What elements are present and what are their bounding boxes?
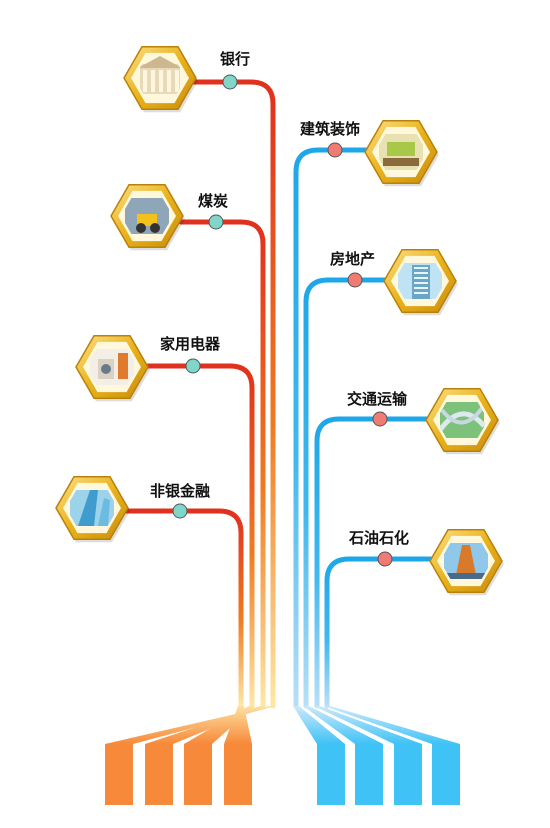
right-branch-lines [293, 142, 435, 709]
hex-left-3 [55, 476, 130, 543]
right-base-bar-2 [394, 744, 422, 805]
interior-room-icon [379, 134, 423, 170]
hex-right-2 [425, 388, 500, 455]
left-fan-3 [224, 706, 252, 744]
right-node-2 [372, 411, 388, 427]
hex-left-1 [110, 184, 185, 251]
left-branch-line-2 [143, 363, 255, 709]
glass-tower-icon [70, 490, 114, 526]
hex-right-0 [364, 120, 439, 187]
left-node-0 [222, 74, 238, 90]
right-label-1: 房地产 [330, 250, 375, 268]
left-base-bar-2 [184, 744, 212, 805]
left-branch-line-3 [123, 508, 244, 709]
hex-left-2 [75, 335, 150, 402]
right-branch-line-1 [303, 277, 389, 709]
right-fan-0 [293, 706, 345, 744]
left-branch-lines [123, 74, 276, 709]
right-label-3: 石油石化 [348, 529, 409, 547]
left-node-3 [172, 503, 188, 519]
hex-right-3 [429, 529, 504, 596]
left-branch-line-0 [191, 79, 276, 709]
hex-right-1 [383, 249, 458, 316]
right-fan-1 [303, 706, 383, 744]
left-label-2: 家用电器 [160, 335, 221, 353]
left-node-2 [185, 358, 201, 374]
right-label-2: 交通运输 [347, 390, 408, 408]
base-fan [105, 706, 460, 805]
right-node-0 [327, 142, 343, 158]
left-base-bar-0 [105, 744, 133, 805]
right-node-1 [347, 272, 363, 288]
left-label-0: 银行 [220, 50, 250, 68]
right-node-3 [377, 551, 393, 567]
coal-loader-icon [125, 198, 169, 234]
left-branch-line-1 [178, 219, 266, 709]
home-appliance-icon [90, 349, 134, 385]
left-label-3: 非银金融 [150, 482, 210, 500]
oil-rig-icon [444, 543, 488, 579]
right-base-bar-3 [432, 744, 460, 805]
left-label-1: 煤炭 [198, 192, 228, 210]
left-node-1 [208, 214, 224, 230]
right-branch-line-2 [314, 416, 431, 709]
apartment-building-icon [398, 263, 442, 299]
right-fan-3 [324, 706, 460, 744]
right-base-bar-0 [317, 744, 345, 805]
highway-interchange-icon [437, 402, 486, 438]
right-branch-line-3 [324, 556, 435, 709]
bank-building-icon [138, 56, 182, 94]
right-fan-2 [314, 706, 422, 744]
left-base-bar-1 [145, 744, 173, 805]
right-label-0: 建筑装饰 [300, 120, 360, 138]
right-branch-line-0 [293, 147, 370, 709]
left-base-bar-3 [224, 744, 252, 805]
hex-left-0 [123, 46, 198, 113]
hex-icons [55, 46, 504, 596]
right-base-bar-1 [355, 744, 383, 805]
